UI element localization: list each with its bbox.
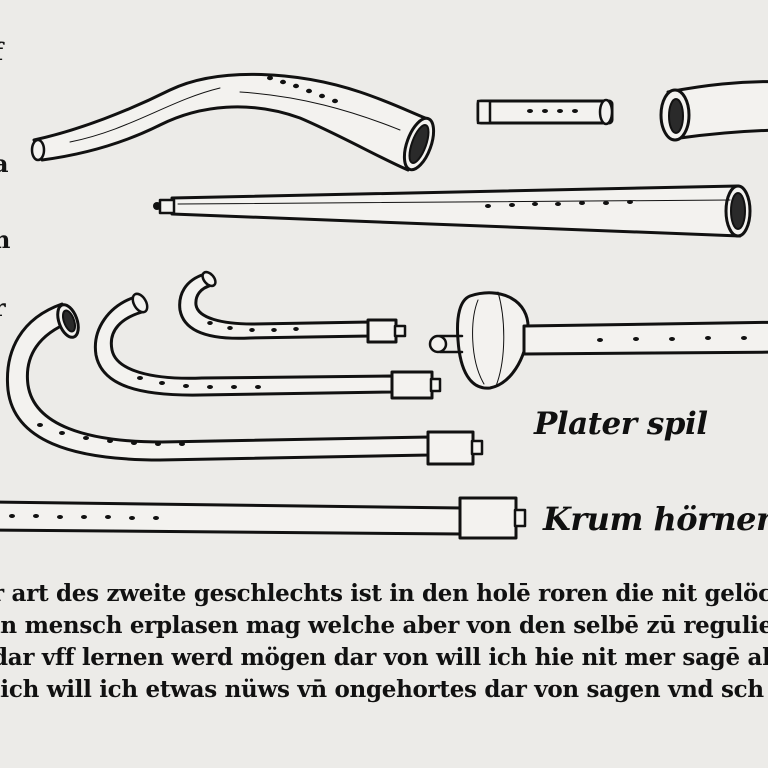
text-line: in mensch erplasen mag welche aber von d… [0,612,768,639]
margin-letter: n [0,225,11,254]
krumhorn-long [0,496,527,540]
krum-horner-label: Krum hörner [543,500,768,538]
margin-letter: r [0,296,6,320]
body-text: r art des zweite geschlechts ist in den … [0,578,768,706]
long-pipe [153,184,752,238]
text-line: dar vff lernen werd mögen dar von will i… [0,644,768,671]
text-line: r art des zweite geschlechts ist in den … [0,580,768,607]
margin-letter: f [0,40,3,64]
krumhorn-small [178,270,407,344]
small-pipe [476,98,614,126]
krumhorn-large [5,302,484,466]
horn-bell-fragment [659,80,768,142]
krumhorn-medium [93,292,442,400]
plater-spil-label: Plater spil [534,406,708,442]
margin-letter: a [0,149,9,178]
horn-instrument [30,72,436,172]
platerspiel-bladder-pipe [428,291,768,390]
text-line: lich will ich etwas nüws vn̄ ongehortes … [0,676,764,703]
